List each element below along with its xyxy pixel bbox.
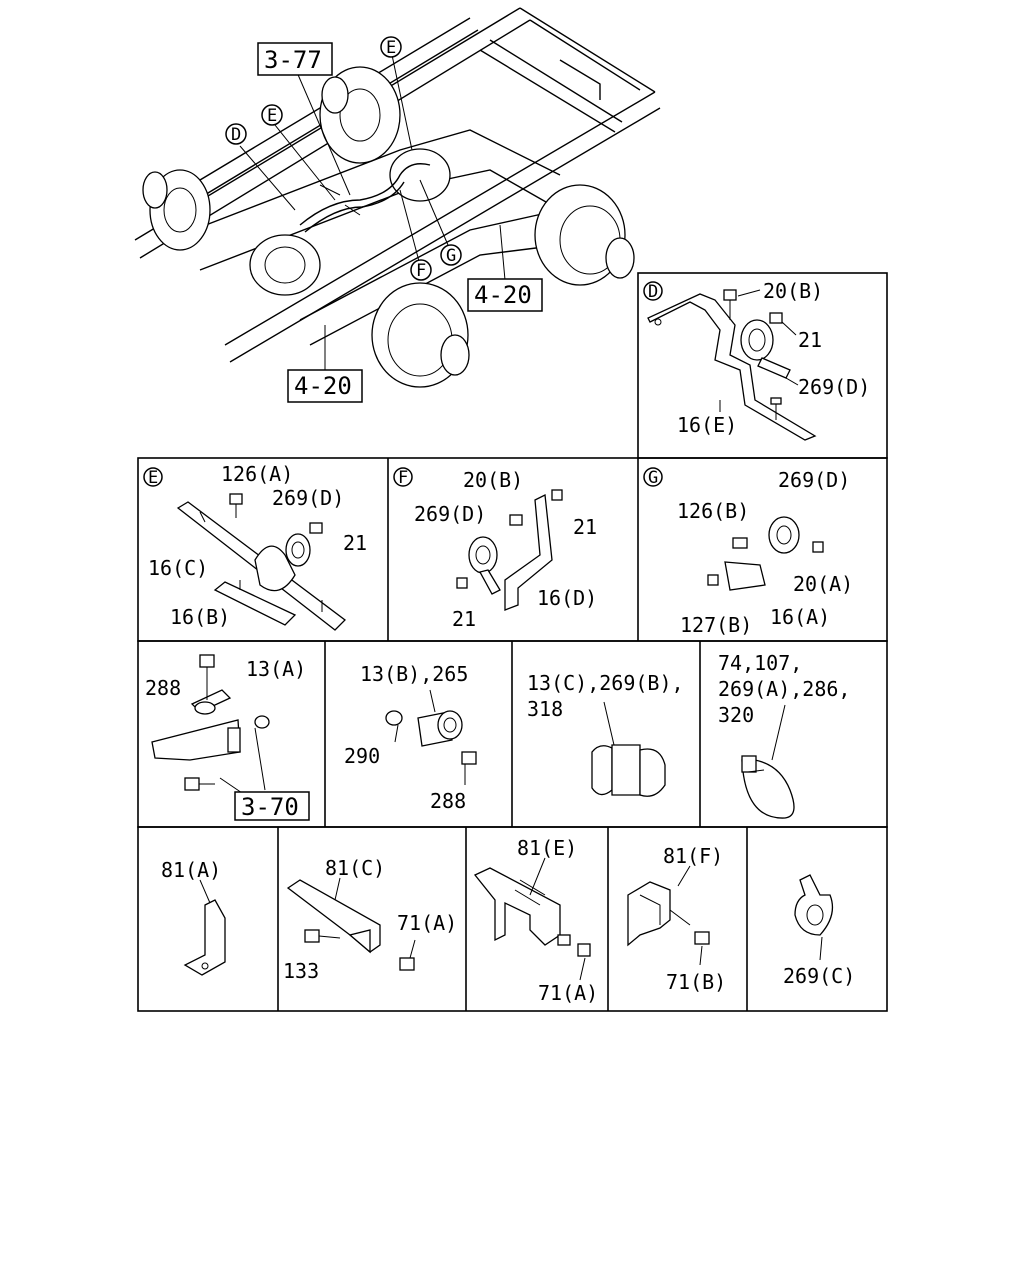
marker-d-overview[interactable]: D: [225, 123, 247, 145]
ref-box-3-70[interactable]: [234, 791, 310, 821]
panel-r4p1-label-81a: 81(A): [161, 858, 221, 882]
marker-f-overview[interactable]: F: [410, 259, 432, 281]
svg-text:F: F: [398, 468, 408, 488]
panel-g-label-127b: 127(B): [680, 613, 752, 637]
panel-r4-bracket-81f: 81(F) 71(B): [627, 844, 726, 994]
svg-text:D: D: [648, 282, 658, 302]
panel-g-label-16a: 16(A): [770, 605, 830, 629]
panel-r4p3-label-81e: 81(E): [517, 836, 577, 860]
panel-r3p1-label-13a: 13(A): [246, 657, 306, 681]
svg-text:F: F: [416, 261, 426, 281]
panel-r4-bracket-81c: 81(C) 71(A) 133: [283, 856, 457, 983]
panel-d: D 20(B) 21 269(D) 16(E): [637, 272, 888, 459]
panel-d-label-20b: 20(B): [763, 279, 823, 303]
ref-label-3-70: 3-70: [241, 793, 299, 821]
panel-r4-bracket-81a: 81(A): [161, 858, 226, 976]
panel-r4-bracket-81e: 81(E) 71(A): [473, 836, 598, 1005]
svg-text:G: G: [446, 246, 456, 266]
panel-e-label-126a: 126(A): [221, 462, 293, 486]
panel-d-marker: [643, 281, 663, 301]
panel-r3p4-label-line3: 320: [718, 703, 754, 727]
panel-g-marker: [643, 467, 663, 487]
panel-e-label-16c: 16(C): [148, 556, 208, 580]
svg-text:D: D: [231, 125, 241, 145]
panel-r4p4-label-81f: 81(F): [663, 844, 723, 868]
marker-e-overview-left[interactable]: E: [261, 104, 283, 126]
panel-r3p3-label-13c-269b: 13(C),269(B),: [527, 671, 684, 695]
panel-r3p4-label-line2: 269(A),286,: [718, 677, 850, 701]
panel-r3-clamp-13b: 13(B),265 290 288: [344, 662, 477, 813]
ref-box-4-20-left[interactable]: [287, 369, 363, 403]
marker-g-overview[interactable]: G: [440, 244, 462, 266]
panel-r3-clamp-13a: 3-70 288 13(A): [145, 654, 310, 821]
panel-r3p2-label-290: 290: [344, 744, 380, 768]
panel-r4p4-label-71b: 71(B): [666, 970, 726, 994]
panel-g: G 269(D) 126(B) 20(A) 127(B) 16(A): [643, 467, 853, 637]
panel-f-label-16d: 16(D): [537, 586, 597, 610]
panel-d-label-269d: 269(D): [798, 375, 870, 399]
ref-label-4-20-right: 4-20: [474, 281, 532, 309]
panel-e-label-21: 21: [343, 531, 367, 555]
panel-g-label-20a: 20(A): [793, 572, 853, 596]
panel-g-label-126b: 126(B): [677, 499, 749, 523]
panel-r3-double-clamp: 13(C),269(B), 318: [527, 671, 684, 797]
panel-g-label-269d: 269(D): [778, 468, 850, 492]
panel-f-label-21-bottom: 21: [452, 607, 476, 631]
ref-label-4-20-left: 4-20: [294, 372, 352, 400]
panel-r3p2-label-13b-265: 13(B),265: [360, 662, 468, 686]
panel-r4p2-label-81c: 81(C): [325, 856, 385, 880]
panel-e-label-16b: 16(B): [170, 605, 230, 629]
svg-text:E: E: [148, 468, 158, 488]
panel-f-label-269d: 269(D): [414, 502, 486, 526]
panel-r3p1-label-288: 288: [145, 676, 181, 700]
panel-r4p3-label-71a: 71(A): [538, 981, 598, 1005]
panel-r4p2-label-71a: 71(A): [397, 911, 457, 935]
panel-r3p3-label-318: 318: [527, 697, 563, 721]
panel-r4p2-label-133: 133: [283, 959, 319, 983]
panel-e-marker: [143, 467, 163, 487]
panel-d-label-16e: 16(E): [677, 413, 737, 437]
panel-f-label-20b: 20(B): [463, 468, 523, 492]
panel-r4p5-label-269c: 269(C): [783, 964, 855, 988]
panel-r4-clamp-269c: 269(C): [783, 874, 855, 988]
panel-r3-cable-tie: 74,107, 269(A),286, 320: [718, 651, 850, 819]
panel-f: F 20(B) 269(D) 21 21 16(D): [393, 467, 597, 631]
panel-f-label-21-right: 21: [573, 515, 597, 539]
row4-frame: [137, 826, 888, 1012]
panel-e: E 126(A) 269(D) 21 16(C) 16(B): [143, 462, 367, 631]
marker-e-overview-right[interactable]: E: [380, 36, 402, 58]
svg-text:E: E: [267, 106, 277, 126]
ref-label-3-77: 3-77: [264, 46, 322, 74]
svg-text:G: G: [648, 468, 658, 488]
chassis-overview-illustration: [134, 7, 661, 388]
ref-box-4-20-right[interactable]: [467, 278, 543, 312]
panel-e-label-269d: 269(D): [272, 486, 344, 510]
panel-f-marker: [393, 467, 413, 487]
panel-d-label-21: 21: [798, 328, 822, 352]
svg-text:E: E: [386, 38, 396, 58]
ref-box-3-77[interactable]: [257, 42, 333, 76]
panel-r3p2-label-288: 288: [430, 789, 466, 813]
panel-r3p4-label-line1: 74,107,: [718, 651, 802, 675]
